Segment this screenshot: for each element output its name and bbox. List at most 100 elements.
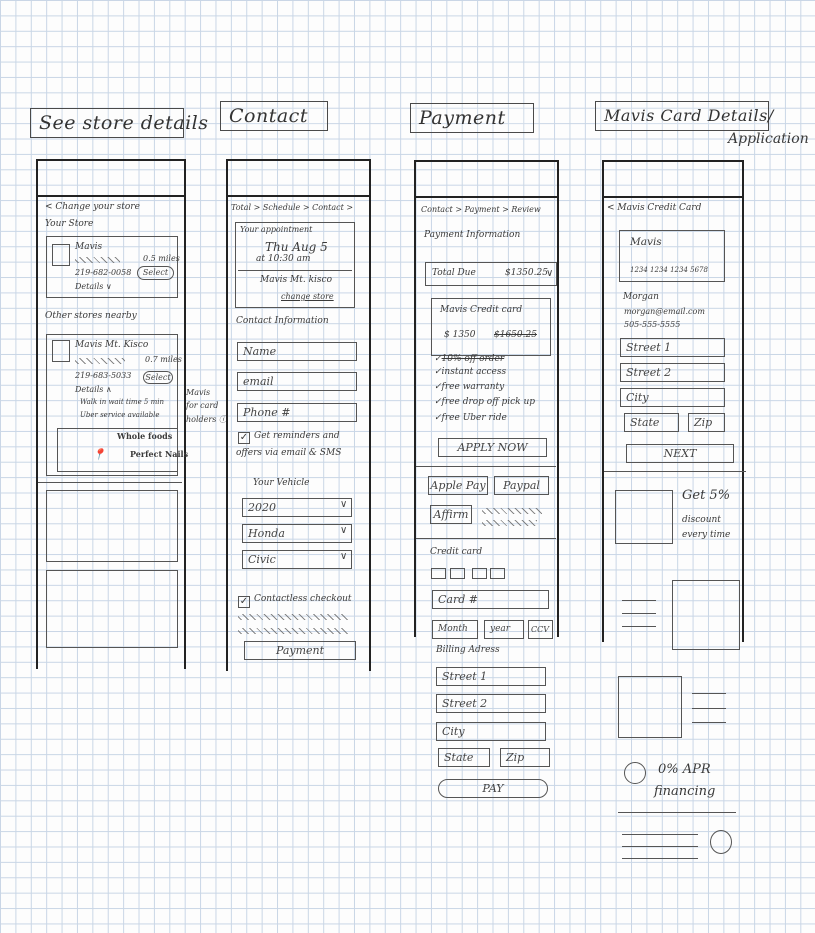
street2-field[interactable]: Street 2: [436, 694, 546, 713]
card-name: Mavis: [630, 236, 662, 248]
email-field[interactable]: email: [237, 372, 357, 391]
top-bar: [416, 162, 557, 198]
contact-info-label: Contact Information: [236, 316, 329, 326]
affirm-button[interactable]: Affirm: [430, 505, 472, 524]
store1-address-scribble: [75, 257, 120, 263]
feature-text-line: [692, 693, 726, 694]
card-street2-field[interactable]: Street 2: [620, 363, 725, 382]
card-street1-field[interactable]: Street 1: [620, 338, 725, 357]
month-field[interactable]: Month: [432, 620, 478, 639]
store1-details[interactable]: Details ∨: [75, 282, 112, 291]
feature-text-line: [622, 613, 656, 614]
change-store-link[interactable]: change store: [281, 292, 334, 301]
chevron-down-icon: ∨: [546, 268, 554, 279]
appointment-label: Your appointment: [240, 225, 313, 234]
store1-phone: 219-682-0058: [75, 268, 132, 277]
phone-contact: [226, 159, 371, 671]
store-map[interactable]: [57, 428, 178, 472]
benefit-3: ✓free warranty: [434, 382, 505, 392]
top-bar: [604, 162, 742, 198]
phone-store: [36, 159, 186, 669]
card-logo-2: [450, 568, 465, 579]
state-field[interactable]: State: [438, 748, 490, 767]
title-contact: Contact: [220, 101, 328, 131]
store-thumb-1: [52, 244, 70, 266]
benefit-2-label: instant access: [441, 367, 507, 377]
uber-info: Uber service available: [80, 411, 160, 419]
card-number-field[interactable]: Card #: [432, 590, 549, 609]
select-button-2[interactable]: Select: [143, 371, 173, 384]
card-back-link[interactable]: < Mavis Credit Card: [607, 203, 702, 213]
total-due-box[interactable]: [425, 262, 557, 286]
store1-name: Mavis: [75, 242, 103, 252]
zip-field[interactable]: Zip: [500, 748, 550, 767]
side-note-1: Mavis: [186, 388, 211, 397]
store1-distance: 0.5 miles: [143, 254, 180, 263]
walkin-info: Walk in wait time 5 min: [80, 398, 164, 406]
payment-info-label: Payment Information: [424, 230, 521, 240]
pay-button[interactable]: PAY: [438, 779, 548, 798]
benefit-2: ✓instant access: [434, 367, 507, 377]
vehicle-make-select[interactable]: Honda: [242, 524, 352, 543]
card-city-field[interactable]: City: [620, 388, 725, 407]
apr-line-1: 0% APR: [658, 762, 711, 777]
ccv-field[interactable]: CCV: [528, 620, 553, 639]
card-offer-old-price: $1650.25: [494, 330, 537, 340]
other-stores-label: Other stores nearby: [45, 311, 137, 321]
contactless-checkbox[interactable]: ✓: [238, 596, 250, 608]
payment-breadcrumb: Contact > Payment > Review: [421, 205, 541, 214]
affirm-info-scribble-2: [482, 520, 537, 526]
benefit-4-label: free drop off pick up: [441, 397, 536, 407]
apr-icon: [624, 762, 646, 784]
street1-field[interactable]: Street 1: [436, 667, 546, 686]
paypal-button[interactable]: Paypal: [494, 476, 549, 495]
feature-image-1: [672, 580, 740, 650]
benefit-5-label: free Uber ride: [441, 413, 507, 423]
store2-address-scribble: [75, 358, 125, 364]
promo-line-1: Get 5%: [682, 488, 731, 503]
card-zip-field[interactable]: Zip: [688, 413, 725, 432]
city-field[interactable]: City: [436, 722, 546, 741]
change-store-link[interactable]: < Change your store: [45, 202, 140, 212]
your-store-label: Your Store: [45, 219, 94, 229]
phone-field[interactable]: Phone #: [237, 403, 357, 422]
feature-text-line: [622, 600, 656, 601]
vehicle-model-select[interactable]: Civic: [242, 550, 352, 569]
benefit-1: ✓10% off order: [434, 354, 505, 364]
chevron-down-icon: ∨: [340, 551, 348, 562]
feature-image-2: [618, 676, 682, 738]
title-card-sub: Application: [728, 131, 809, 147]
store2-name: Mavis Mt. Kisco: [75, 340, 149, 350]
card-email: morgan@email.com: [624, 307, 705, 316]
vehicle-year-select[interactable]: 2020: [242, 498, 352, 517]
credit-card-offer: [431, 298, 551, 356]
divider: [618, 812, 736, 813]
feature-text-line: [692, 708, 726, 709]
divider: [238, 270, 352, 271]
terms-scribble-1: [238, 614, 348, 620]
card-holder: Morgan: [623, 292, 659, 302]
apple-pay-button[interactable]: Apple Pay: [428, 476, 488, 495]
next-button[interactable]: NEXT: [626, 444, 734, 463]
top-bar: [228, 161, 369, 197]
title-card: Mavis Card Details/: [595, 101, 773, 131]
card-logo-4: [490, 568, 505, 579]
year-field[interactable]: year: [484, 620, 524, 639]
card-offer-title: Mavis Credit card: [440, 305, 523, 315]
payment-button[interactable]: Payment: [244, 641, 356, 660]
apr-line-2: financing: [654, 784, 716, 799]
card-logo-1: [431, 568, 446, 579]
vehicle-label: Your Vehicle: [253, 478, 310, 488]
apply-now-button[interactable]: APPLY NOW: [438, 438, 547, 457]
store-card-placeholder-2: [46, 570, 178, 648]
card-state-field[interactable]: State: [624, 413, 679, 432]
reminders-label-1: Get reminders and: [254, 431, 340, 441]
select-button-1[interactable]: Select: [137, 266, 174, 280]
name-field[interactable]: Name: [237, 342, 357, 361]
divider: [416, 538, 556, 539]
benefit-3-label: free warranty: [441, 382, 505, 392]
store2-details[interactable]: Details ∧: [75, 385, 112, 394]
feature-text-line: [622, 626, 656, 627]
reminders-checkbox[interactable]: ✓: [238, 432, 250, 444]
side-note-2: for card: [186, 401, 219, 410]
